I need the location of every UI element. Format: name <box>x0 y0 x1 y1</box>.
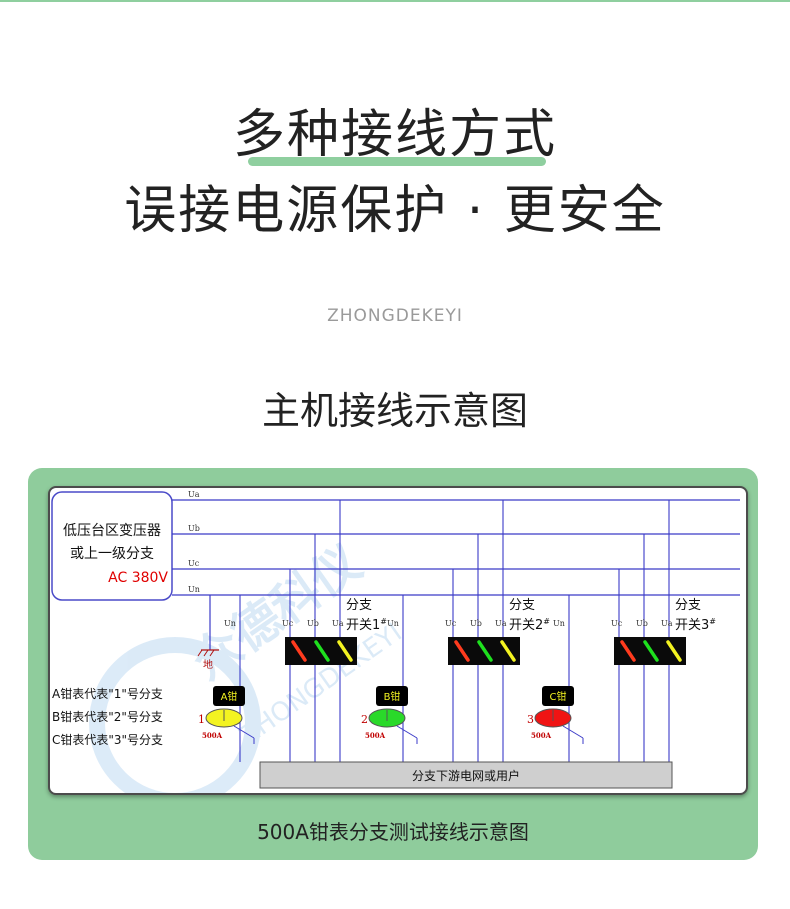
tap-label: Uc <box>282 619 294 628</box>
switch-lever <box>454 640 470 662</box>
diagram-caption: 500A钳表分支测试接线示意图 <box>257 820 529 844</box>
clamp-number: 2 <box>361 713 368 726</box>
bus-label-ua: Ua <box>188 490 200 499</box>
branch-title: 分支 <box>346 598 372 613</box>
switch-lever <box>291 640 307 662</box>
section-subtitle: 主机接线示意图 <box>261 389 528 433</box>
tap-label: Un <box>224 619 236 628</box>
top-accent-rule <box>0 0 790 2</box>
diagram-panel: 众德科仪 ZHONGDEKEYI 低压台区变压器 或上一级分支 AC 380V … <box>28 468 758 860</box>
clamp-label: B钳 <box>384 690 401 703</box>
clamp-rating: 500A <box>365 731 386 740</box>
bus-lines: Ua Ub Uc Un <box>172 490 740 596</box>
switch-mark: # <box>709 617 716 626</box>
legend-item-c: C钳表代表"3"号分支 <box>52 733 163 747</box>
source-voltage: AC 380V <box>108 570 168 586</box>
tap-label: Ub <box>307 619 319 628</box>
clamp-lead <box>396 725 418 739</box>
clamp-rating: 500A <box>202 731 223 740</box>
switch-lever <box>314 640 330 662</box>
downstream-label: 分支下游电网或用户 <box>412 768 520 783</box>
switch-lever <box>337 640 353 662</box>
tap-label: Ub <box>470 619 482 628</box>
branch-title: 分支 <box>675 598 701 613</box>
clamp-number: 3 <box>527 713 534 726</box>
switch-lever <box>620 640 636 662</box>
bus-label-ub: Ub <box>188 524 200 533</box>
source-box <box>51 491 173 601</box>
legend-item-a: A钳表代表"1"号分支 <box>52 687 163 701</box>
branch-switch-label: 开关2# <box>509 617 550 633</box>
source-line-2: 或上一级分支 <box>70 546 154 562</box>
clamp-label: C钳 <box>550 690 567 703</box>
heading-line-1: 多种接线方式 <box>232 105 557 165</box>
switch-lever <box>666 640 682 662</box>
tap-label: Uc <box>445 619 457 628</box>
tap-label: Uc <box>611 619 623 628</box>
ground-label: 地 <box>203 658 213 671</box>
source-line-1: 低压台区变压器 <box>63 523 161 539</box>
clamp-lead <box>562 725 584 739</box>
branch-switch-label: 开关1# <box>346 617 387 633</box>
ground-symbol: 地 <box>197 595 219 671</box>
tap-label: Ua <box>661 619 673 628</box>
tap-label: Un <box>553 619 565 628</box>
wiring-diagram-frame: 众德科仪 ZHONGDEKEYI 低压台区变压器 或上一级分支 AC 380V … <box>48 486 748 795</box>
branch-switch-label: 开关3# <box>675 617 716 633</box>
legend-item-b: B钳表代表"2"号分支 <box>52 710 163 724</box>
clamp-number: 1 <box>198 713 205 726</box>
clamp-badge <box>213 686 245 706</box>
bus-label-uc: Uc <box>188 559 200 568</box>
switch-mark: # <box>380 617 387 626</box>
heading-line-2: 误接电源保护 · 更安全 <box>124 181 666 241</box>
switch-mark: # <box>543 617 550 626</box>
clamp-badge <box>376 686 408 706</box>
clamp-badge <box>542 686 574 706</box>
branch-title: 分支 <box>509 598 535 613</box>
switch-lever <box>477 640 493 662</box>
tap-label: Ub <box>636 619 648 628</box>
switch-lever <box>500 640 516 662</box>
clamp-lead <box>233 725 255 739</box>
bus-label-un: Un <box>188 585 200 594</box>
tap-label: Un <box>387 619 399 628</box>
downstream-bar <box>259 761 673 789</box>
clamp-rating: 500A <box>531 731 552 740</box>
tap-label: Ua <box>332 619 344 628</box>
brand-text: ZHONGDEKEYI <box>327 306 463 326</box>
clamp-label: A钳 <box>221 690 238 703</box>
wiring-diagram: 众德科仪 ZHONGDEKEYI 低压台区变压器 或上一级分支 AC 380V … <box>51 490 740 793</box>
heading-underline <box>248 157 546 166</box>
switch-lever <box>643 640 659 662</box>
tap-label: Ua <box>495 619 507 628</box>
